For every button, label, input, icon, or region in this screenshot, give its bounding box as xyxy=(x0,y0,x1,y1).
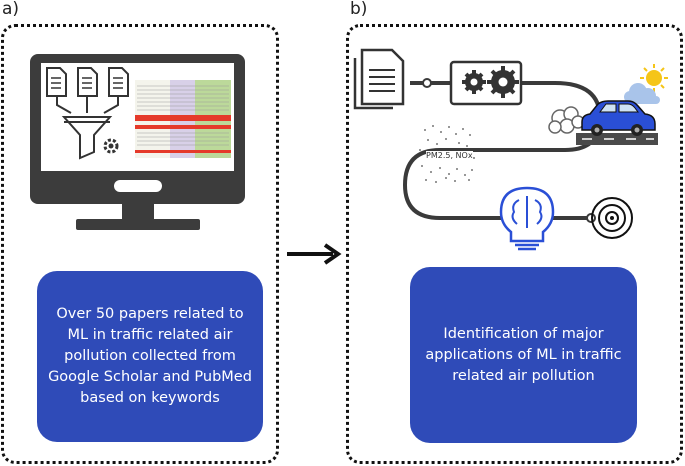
panel-b xyxy=(346,24,683,464)
panel-a xyxy=(1,24,279,464)
panel-b-label: b) xyxy=(350,0,368,19)
pollutant-label: PM2.5, NOx xyxy=(426,151,473,160)
panel-a-label: a) xyxy=(2,0,20,19)
panel-a-description: Over 50 papers related to ML in traffic … xyxy=(37,271,263,442)
panel-b-description: Identification of major applications of … xyxy=(410,267,637,443)
